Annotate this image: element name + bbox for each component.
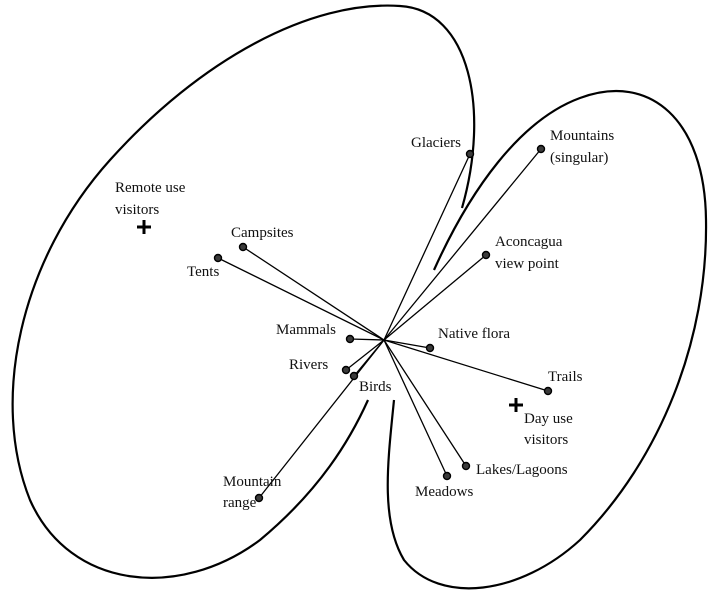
vector-meadows [383, 339, 448, 477]
label-birds: Birds [359, 379, 392, 395]
day-use-label-line1: Day use [524, 411, 573, 427]
point-birds [349, 371, 359, 381]
remote-use-centroid-marker [137, 220, 151, 234]
label-native-flora: Native flora [438, 326, 510, 342]
vector-glaciers [383, 153, 471, 341]
label-glaciers: Glaciers [411, 135, 461, 151]
point-mountain-range [254, 493, 264, 503]
label-mountains-line1: Mountains [550, 128, 614, 144]
vector-mountains [383, 148, 542, 341]
attribute-vectors [217, 148, 549, 499]
label-trails: Trails [548, 369, 583, 385]
label-mountain-range-line1: Mountain [223, 474, 282, 490]
point-mountains [536, 144, 546, 154]
point-trails [543, 386, 553, 396]
vector-mountain-range [258, 339, 385, 499]
vector-campsites [242, 246, 385, 341]
point-meadows [442, 471, 452, 481]
point-lakes-lagoons [461, 461, 471, 471]
label-aconcagua-line2: view point [495, 256, 560, 272]
vector-aconcagua [383, 254, 487, 341]
remote-use-label-line2: visitors [115, 202, 159, 218]
label-tents: Tents [187, 264, 219, 280]
day-use-cluster-outline [386, 89, 708, 590]
point-native-flora [425, 343, 435, 353]
label-meadows: Meadows [415, 484, 473, 500]
label-campsites: Campsites [231, 225, 294, 241]
point-aconcagua [481, 250, 491, 260]
attribute-points [213, 144, 553, 503]
label-aconcagua-line1: Aconcagua [495, 234, 563, 250]
day-use-centroid-marker [509, 398, 523, 412]
vector-native-flora [383, 339, 431, 349]
label-mammals: Mammals [276, 322, 336, 338]
label-lakes-lagoons: Lakes/Lagoons [476, 462, 568, 478]
label-rivers: Rivers [289, 357, 328, 373]
vector-lakes-lagoons [383, 339, 467, 467]
point-glaciers [465, 149, 475, 159]
remote-use-cluster-outline [11, 4, 476, 579]
label-mountain-range-line2: range [223, 495, 257, 511]
point-mammals [345, 334, 355, 344]
point-rivers [341, 365, 351, 375]
day-use-label-line2: visitors [524, 432, 568, 448]
vector-mammals [349, 338, 385, 341]
point-tents [213, 253, 223, 263]
label-mountains-line2: (singular) [550, 150, 608, 166]
vector-trails [383, 339, 549, 392]
vector-rivers [345, 339, 385, 371]
point-campsites [238, 242, 248, 252]
remote-use-label-line1: Remote use [115, 180, 186, 196]
vector-tents [217, 257, 385, 341]
